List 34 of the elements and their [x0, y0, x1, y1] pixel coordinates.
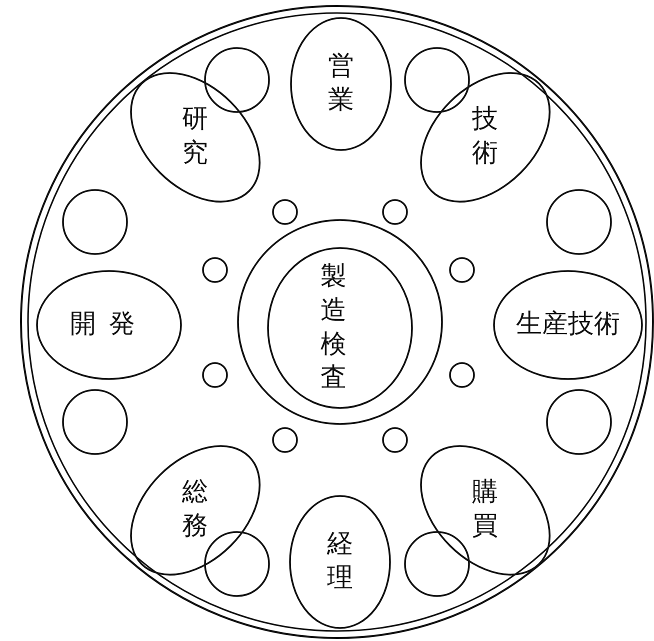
circle-symbol: [200, 360, 230, 390]
department-ellipse: [34, 268, 184, 382]
circle-symbol: [447, 255, 477, 285]
department-ellipse: [288, 15, 394, 153]
department-name: 経理: [326, 528, 354, 595]
department-name: 総務: [180, 476, 209, 543]
department-name: 製造検査: [320, 260, 360, 395]
department-ellipse: [265, 245, 415, 411]
circle-symbol: [447, 360, 477, 390]
department-ellipse: [287, 493, 393, 631]
circle-symbol: [544, 187, 614, 257]
department-ellipse: [418, 70, 552, 204]
circle-symbol: [380, 197, 410, 227]
department-name: 生産技術: [515, 308, 621, 342]
department-ellipse: [128, 70, 262, 204]
circle-symbol: [60, 187, 130, 257]
department-name: 営業: [327, 50, 355, 117]
circle-symbol: [380, 425, 410, 455]
department-name: 購買: [470, 476, 499, 543]
department-name: 開発: [69, 308, 149, 342]
circle-symbol: [60, 387, 130, 457]
circle-symbol: [270, 197, 300, 227]
department-ellipse: [128, 442, 262, 578]
department-ellipse: [418, 442, 552, 578]
ring-circle: [235, 217, 445, 427]
circle-symbol: [270, 425, 300, 455]
circle-symbol: [544, 387, 614, 457]
circle-symbol: [402, 529, 472, 599]
department-name: 技術: [470, 103, 499, 170]
department-ellipse: [491, 268, 645, 382]
circle-symbol: [200, 255, 230, 285]
outer-double-circle: [18, 3, 654, 641]
circle-symbol: [402, 45, 472, 115]
department-name: 研究: [180, 103, 209, 170]
